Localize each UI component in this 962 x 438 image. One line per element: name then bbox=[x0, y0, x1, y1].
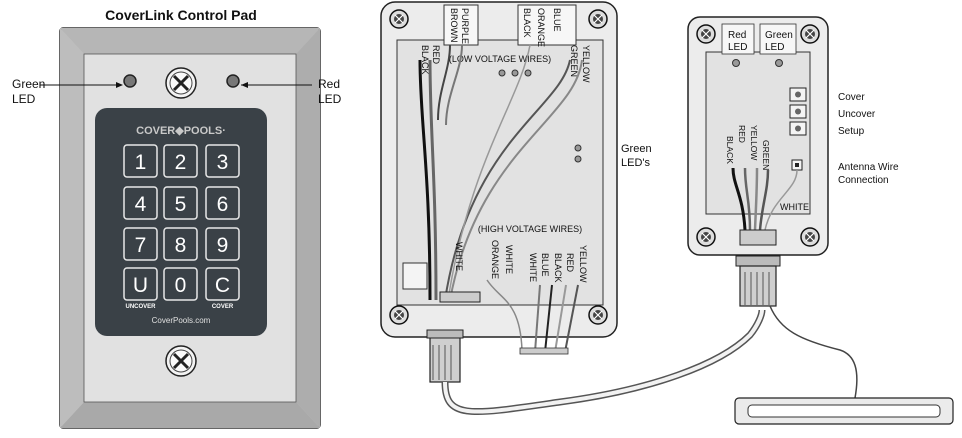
svg-text:6: 6 bbox=[217, 193, 229, 216]
svg-text:7: 7 bbox=[135, 234, 147, 257]
cover-key-label: COVER bbox=[212, 304, 234, 310]
plate-bevel bbox=[60, 28, 320, 54]
red-led-label: Red bbox=[318, 77, 340, 91]
antenna-label: Antenna Wire bbox=[838, 162, 899, 173]
svg-text:LED: LED bbox=[728, 42, 747, 53]
green-led-label: Green bbox=[12, 77, 45, 91]
receiver-green-led bbox=[775, 59, 783, 67]
svg-text:9: 9 bbox=[217, 234, 229, 257]
wire-label-red-inner: RED bbox=[431, 45, 441, 65]
screw-icon bbox=[389, 9, 409, 29]
svg-text:U: U bbox=[133, 274, 148, 297]
terminal-block bbox=[402, 262, 428, 290]
hv-label-orange: ORANGE bbox=[490, 240, 500, 279]
screw-icon bbox=[696, 24, 716, 44]
receiver-wire-white: WHITE bbox=[780, 202, 809, 212]
svg-text:LED: LED bbox=[318, 92, 342, 106]
receiver-label-setup: Setup bbox=[838, 126, 865, 137]
receiver-red-led bbox=[732, 59, 740, 67]
keypad-key-cover[interactable]: C bbox=[205, 267, 240, 301]
brand-logo: COVER◆POOLS· bbox=[136, 125, 226, 137]
receiver-green-led-label: Green bbox=[765, 30, 793, 41]
hv-label-red: RED bbox=[565, 253, 575, 273]
wire-label-orange: ORANGE bbox=[536, 8, 546, 47]
keypad-key-1[interactable]: 1 bbox=[123, 144, 158, 178]
screw-icon bbox=[165, 67, 197, 99]
svg-text:0: 0 bbox=[175, 274, 187, 297]
svg-text:LED: LED bbox=[765, 42, 784, 53]
svg-text:Connection: Connection bbox=[838, 175, 889, 186]
hv-label-blue: BLUE bbox=[540, 253, 550, 277]
high-voltage-label: (HIGH VOLTAGE WIRES) bbox=[478, 224, 582, 234]
keypad-key-7[interactable]: 7 bbox=[123, 227, 158, 261]
keypad-key-2[interactable]: 2 bbox=[163, 144, 198, 178]
screw-icon bbox=[165, 345, 197, 377]
screw-icon bbox=[800, 227, 820, 247]
wire-label-brown: BROWN bbox=[449, 8, 459, 43]
svg-text:C: C bbox=[215, 274, 230, 297]
svg-text:1: 1 bbox=[135, 151, 147, 174]
hv-label-white: WHITE bbox=[504, 245, 514, 274]
keypad-face bbox=[95, 108, 267, 336]
wire-label-yellow-inner: YELLOW bbox=[581, 45, 591, 83]
wire-label-white-left: WHITE bbox=[454, 242, 464, 271]
status-led bbox=[574, 155, 582, 163]
receiver-label-cover: Cover bbox=[838, 92, 865, 103]
low-voltage-label: (LOW VOLTAGE WIRES) bbox=[449, 54, 551, 64]
keypad-key-6[interactable]: 6 bbox=[205, 186, 240, 220]
green-leds-label: Green bbox=[621, 143, 652, 155]
keypad-key-0[interactable]: 0 bbox=[163, 267, 198, 301]
svg-text:4: 4 bbox=[135, 193, 147, 216]
screw-icon bbox=[588, 305, 608, 325]
receiver-wire-green: GREEN bbox=[761, 140, 771, 170]
website-label: CoverPools.com bbox=[152, 316, 211, 325]
uncover-key-label: UNCOVER bbox=[125, 304, 156, 310]
receiver-button-uncover[interactable] bbox=[789, 104, 807, 119]
hv-label-black: BLACK bbox=[553, 253, 563, 283]
screw-icon bbox=[696, 227, 716, 247]
svg-text:5: 5 bbox=[175, 193, 187, 216]
wire-label-black-inner: BLACK bbox=[420, 45, 430, 75]
receiver-wire-yellow: YELLOW bbox=[749, 125, 759, 160]
screw-icon bbox=[389, 305, 409, 325]
screw-icon bbox=[588, 9, 608, 29]
wire-label-blue: BLUE bbox=[552, 8, 562, 32]
receiver-wire-red: RED bbox=[737, 125, 747, 143]
receiver-button-setup[interactable] bbox=[789, 121, 807, 136]
receiver-cable-gland bbox=[739, 265, 777, 307]
keypad-key-uncover[interactable]: U bbox=[123, 267, 158, 301]
receiver-red-led-label: Red bbox=[728, 30, 746, 41]
svg-text:2: 2 bbox=[175, 151, 187, 174]
keypad-key-8[interactable]: 8 bbox=[163, 227, 198, 261]
keypad-key-3[interactable]: 3 bbox=[205, 144, 240, 178]
keypad-key-4[interactable]: 4 bbox=[123, 186, 158, 220]
keypad-key-9[interactable]: 9 bbox=[205, 227, 240, 261]
red-led bbox=[226, 74, 240, 88]
wire-label-purple: PURPLE bbox=[460, 8, 470, 44]
wire-label-black: BLACK bbox=[522, 8, 532, 38]
hv-label-white-2: WHITE bbox=[528, 253, 538, 282]
status-led bbox=[574, 144, 582, 152]
svg-text:8: 8 bbox=[175, 234, 187, 257]
svg-text:3: 3 bbox=[217, 151, 229, 174]
keypad-key-5[interactable]: 5 bbox=[163, 186, 198, 220]
hv-label-yellow: YELLOW bbox=[578, 245, 588, 283]
receiver-label-uncover: Uncover bbox=[838, 109, 876, 120]
receiver-button-cover[interactable] bbox=[789, 87, 807, 102]
diagram-title: CoverLink Control Pad bbox=[105, 7, 257, 23]
wire-label-green-inner: GREEN bbox=[569, 45, 579, 77]
receiver-wire-black: BLACK bbox=[725, 136, 735, 164]
green-led bbox=[123, 74, 137, 88]
svg-text:LED's: LED's bbox=[621, 157, 650, 169]
svg-text:LED: LED bbox=[12, 92, 36, 106]
screw-icon bbox=[800, 24, 820, 44]
